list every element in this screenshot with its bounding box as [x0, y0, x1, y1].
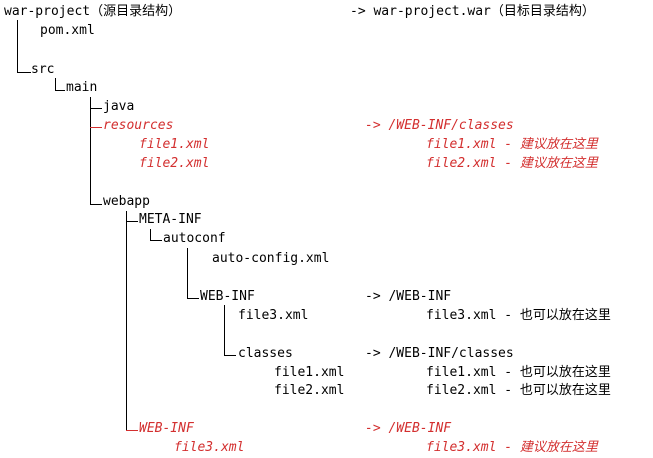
connector-web-inf — [187, 298, 199, 299]
tree-web-inf-label: WEB-INF — [200, 289, 255, 304]
connector-webapp-children — [126, 211, 127, 431]
tree-auto-config-label: auto-config.xml — [212, 251, 330, 266]
map-res-file2-label: file2.xml - 建议放在这里 — [426, 156, 598, 171]
map-red-web-inf-label: -> /WEB-INF — [365, 421, 452, 436]
connector-autoconf — [150, 240, 162, 241]
connector-main-children — [90, 97, 91, 205]
connector-red-web-inf — [126, 430, 138, 431]
tree-meta-inf-label: META-INF — [139, 212, 202, 227]
map-classes-label: -> /WEB-INF/classes — [365, 346, 514, 361]
map-web-inf-file3-label: file3.xml - 也可以放在这里 — [426, 308, 611, 323]
tree-res-file2-label: file2.xml — [139, 156, 210, 171]
tree-res-file1-label: file1.xml — [139, 137, 210, 152]
tree-web-inf-file3-label: file3.xml — [238, 308, 309, 323]
connector-main — [55, 90, 65, 91]
tree-root-label: war-project（源目录结构） — [4, 4, 182, 19]
map-res-file1-label: file1.xml - 建议放在这里 — [426, 137, 598, 152]
map-root-label: -> war-project.war（目标目录结构） — [350, 4, 595, 19]
map-classes-file1-label: file1.xml - 也可以放在这里 — [426, 365, 611, 380]
tree-pom-label: pom.xml — [40, 23, 95, 38]
tree-red-file3-label: file3.xml — [174, 440, 245, 455]
connector-autoconf-children — [187, 248, 188, 299]
tree-classes-file1-label: file1.xml — [274, 365, 345, 380]
connector-root — [17, 20, 18, 72]
map-classes-file2-label: file2.xml - 也可以放在这里 — [426, 383, 611, 398]
map-web-inf-label: -> /WEB-INF — [365, 289, 452, 304]
tree-main-label: main — [66, 80, 98, 95]
connector-src — [17, 72, 31, 73]
tree-java-label: java — [103, 99, 135, 114]
connector-webapp — [90, 204, 102, 205]
connector-meta-inf-autoconf — [150, 229, 151, 240]
tree-src-label: src — [31, 62, 55, 77]
tree-autoconf-label: autoconf — [163, 231, 226, 246]
tree-webapp-label: webapp — [103, 194, 150, 209]
map-red-file3-label: file3.xml - 建议放在这里 — [426, 440, 598, 455]
tree-resources-label: resources — [103, 118, 174, 133]
connector-java — [90, 108, 102, 109]
tree-red-web-inf-label: WEB-INF — [139, 421, 194, 436]
connector-web-inf-children — [224, 305, 225, 356]
connector-resources — [90, 127, 102, 128]
connector-src-main — [55, 78, 56, 90]
tree-classes-file2-label: file2.xml — [274, 383, 345, 398]
tree-classes-label: classes — [238, 346, 293, 361]
connector-classes — [224, 355, 236, 356]
connector-meta-inf — [126, 221, 138, 222]
map-resources-label: -> /WEB-INF/classes — [365, 118, 514, 133]
